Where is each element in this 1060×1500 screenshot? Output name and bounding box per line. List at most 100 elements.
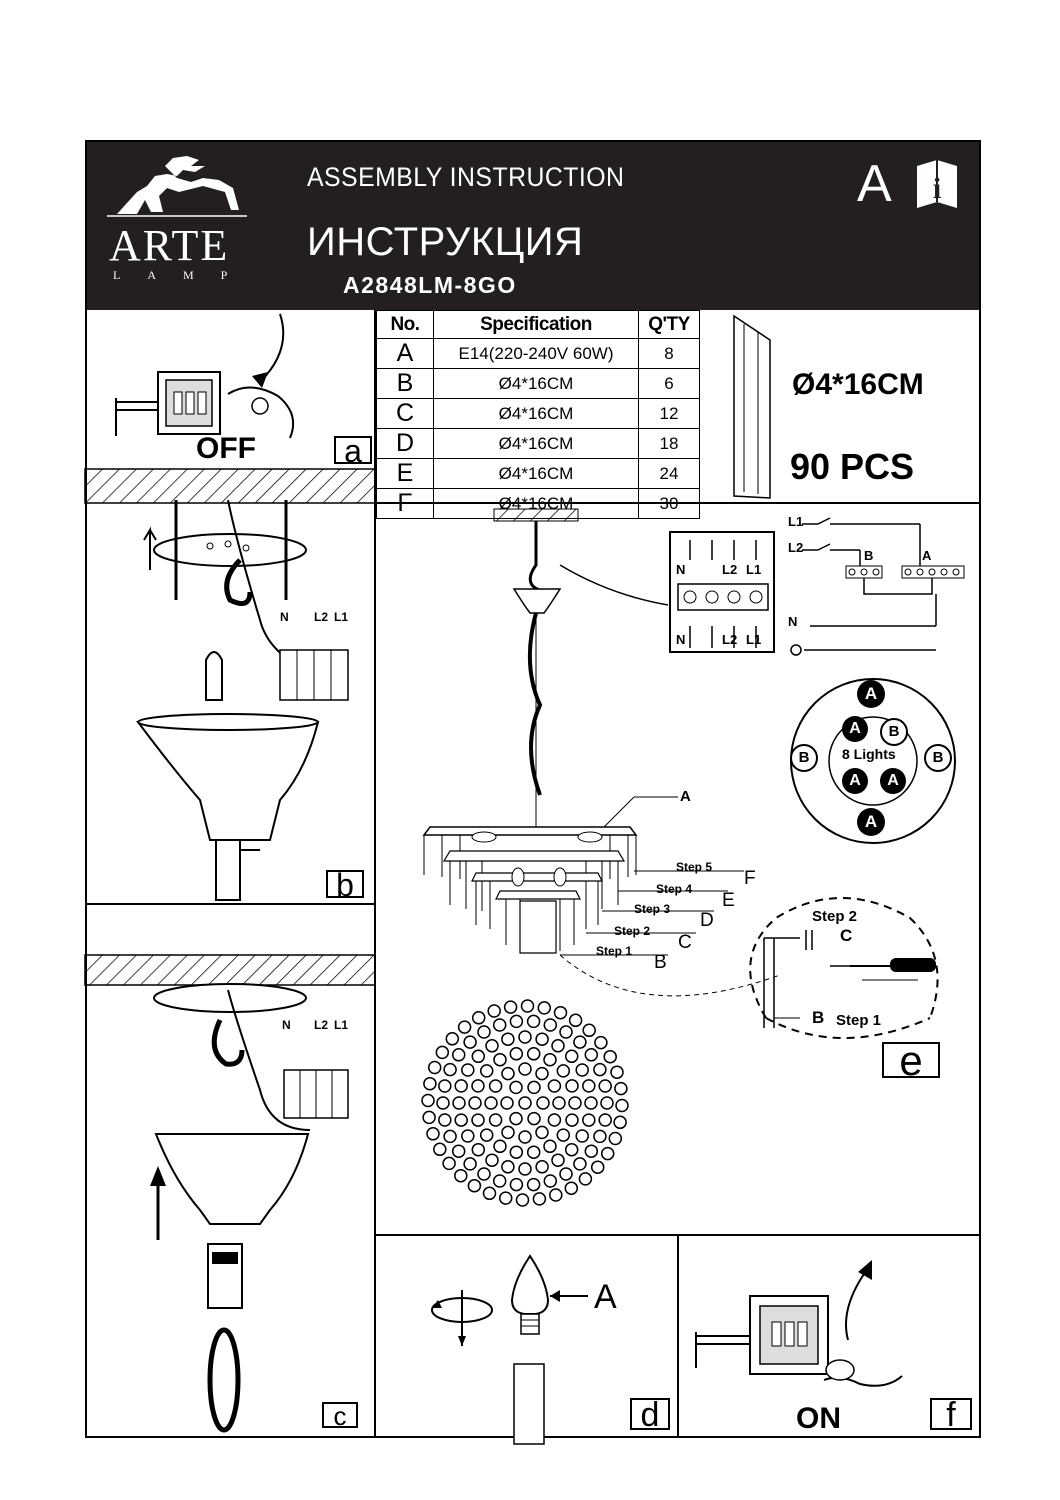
crystal-dot — [565, 1113, 579, 1127]
light-position-left: B — [790, 744, 818, 772]
crystal-dot — [535, 1160, 549, 1174]
crystal-dot — [615, 1098, 629, 1113]
crystal-dot — [556, 1128, 571, 1142]
crystal-dot — [584, 1144, 599, 1158]
crystal-dot — [518, 1096, 532, 1110]
row-no: A — [376, 338, 434, 369]
logo-subtitle: LAMP — [113, 268, 255, 282]
crystal-dot — [537, 1001, 552, 1015]
svg-text:i: i — [933, 172, 941, 205]
crystal-pattern-circle — [421, 999, 629, 1207]
crystal-dot — [594, 1035, 608, 1050]
bulb-part-label: A — [594, 1278, 617, 1316]
crystal-dot — [435, 1045, 450, 1060]
crystal-dot — [485, 1039, 499, 1053]
on-caption: ON — [796, 1402, 841, 1435]
crystal-dot — [445, 1032, 460, 1046]
table-row: D Ø4*16CM 18 — [376, 428, 700, 459]
crystal-dot — [532, 1192, 547, 1206]
terminal-bottom-l2: L2 — [722, 632, 738, 647]
chandelier-assembly — [422, 508, 781, 997]
crystal-dot — [451, 1048, 466, 1062]
crystal-dot — [526, 1047, 541, 1061]
table-row: C Ø4*16CM 12 — [376, 398, 700, 429]
crystal-dot — [421, 1093, 435, 1108]
wire-label-l1-c: L1 — [334, 1018, 349, 1032]
crystal-dot — [564, 1049, 579, 1064]
crystal-dot — [498, 1191, 513, 1205]
light-position-top: A — [857, 680, 885, 708]
row-no: C — [376, 398, 434, 429]
crystal-dot — [427, 1060, 442, 1075]
crystal-dot — [526, 1014, 541, 1029]
crystal-dot — [477, 1025, 491, 1039]
crystal-count: 90 PCS — [790, 446, 915, 487]
terminal-top-l2: L2 — [722, 562, 738, 577]
crystal-dot — [492, 1174, 507, 1188]
table-row: E Ø4*16CM 24 — [376, 458, 700, 489]
light-position-inner-a: A — [842, 716, 868, 742]
crystal-dot — [535, 1125, 549, 1140]
crystal-dot — [426, 1127, 440, 1141]
crystal-dot — [443, 1062, 457, 1077]
crystal-dot — [518, 1130, 532, 1144]
terminal-block-diagram — [669, 531, 775, 653]
crystal-dot — [479, 1128, 494, 1142]
crystal-dot — [600, 1146, 615, 1161]
crystal-dot — [457, 1020, 472, 1034]
crystal-dot — [518, 1030, 532, 1044]
crystal-dot — [551, 1039, 565, 1053]
switch-l2-label: L2 — [788, 540, 804, 555]
crystal-dot — [565, 1079, 579, 1093]
crystal-dot — [575, 1063, 589, 1077]
step-label-a: a — [334, 435, 372, 467]
crystal-dot — [614, 1081, 628, 1096]
wiring-schematic — [790, 517, 965, 656]
tier-part-e: E — [722, 890, 735, 911]
crystal-dot — [593, 1129, 607, 1144]
crystal-dot — [584, 1048, 599, 1062]
crystal-dot — [559, 1167, 573, 1181]
crystal-dot — [547, 1079, 562, 1093]
crystal-dot — [461, 1063, 475, 1077]
terminal-bottom-l1: L1 — [746, 632, 762, 647]
row-no: F — [376, 488, 434, 519]
step-label-f: f — [930, 1398, 972, 1432]
crystal-dot — [463, 1035, 477, 1049]
crystal-dot — [608, 1131, 623, 1146]
crystal-dot — [526, 1177, 541, 1192]
crystal-dot — [509, 1111, 523, 1126]
crystal-dot — [492, 1018, 507, 1032]
crystal-dot — [509, 1047, 524, 1061]
light-position-inner-a2: A — [842, 768, 868, 794]
detail-step-2: Step 2 — [812, 908, 858, 925]
crystal-dot — [454, 1113, 468, 1127]
crystal-dot — [549, 1188, 563, 1202]
crystal-dot — [518, 1062, 532, 1076]
ceiling-hatch-c — [84, 954, 376, 986]
crystal-dot — [590, 1160, 605, 1174]
tier-step-2: Step 2 — [614, 924, 651, 938]
row-no: D — [376, 428, 434, 459]
crystal-dot — [603, 1049, 617, 1064]
crystal-dot — [423, 1076, 437, 1091]
crystal-dot — [543, 1052, 557, 1067]
crystal-dot — [564, 1142, 579, 1157]
model-number: A2848LM-8GO — [343, 272, 517, 298]
crystal-dot — [600, 1096, 614, 1110]
table-header-no: No. — [376, 310, 434, 339]
row-spec: Ø4*16CM — [433, 398, 639, 429]
crystal-dot — [488, 1113, 503, 1127]
detail-step-1: Step 1 — [836, 1012, 882, 1029]
crystal-dot — [543, 1139, 557, 1154]
crystal-dot — [501, 1125, 515, 1140]
crystal-dot — [509, 1014, 524, 1029]
info-book-icon: i — [917, 160, 957, 208]
tier-part-c: C — [678, 932, 692, 953]
crystal-dot — [471, 1079, 485, 1093]
row-spec: Ø4*16CM — [433, 428, 639, 459]
row-qty: 6 — [638, 368, 700, 399]
crystal-dot — [535, 1066, 549, 1081]
table-row: B Ø4*16CM 6 — [376, 368, 700, 399]
crystal-dot — [526, 1145, 541, 1159]
